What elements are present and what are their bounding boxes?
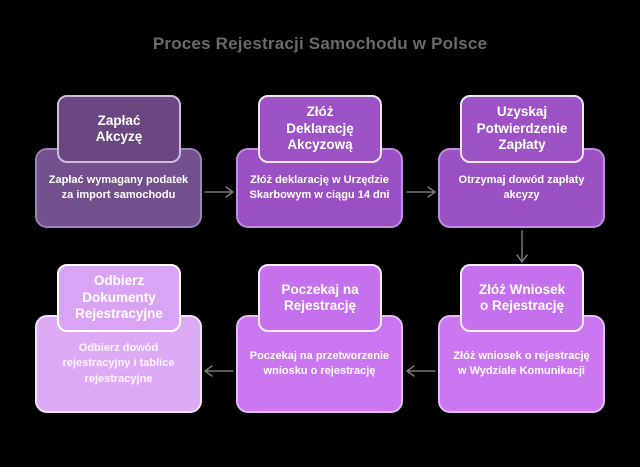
arrow-step4-to-step5 — [406, 365, 436, 377]
step-description: Zapłać wymagany podatek za import samoch… — [48, 173, 189, 201]
step-description: Złóż wniosek o rejestrację w Wydziale Ko… — [453, 349, 590, 377]
step-node-header-zloz-deklaracje: Złóż Deklarację Akcyzową — [258, 95, 382, 163]
step-description: Otrzymaj dowód zapłaty akcyzy — [458, 173, 585, 201]
step-description: Odbierz dowód rejestracyjny i tablice re… — [62, 341, 175, 385]
step-description: Złóż deklarację w Urzędzie Skarbowym w c… — [249, 173, 390, 201]
arrow-step1-to-step2 — [204, 186, 234, 198]
step-title: Odbierz Dokumenty Rejestracyjne — [75, 273, 163, 322]
arrow-step3-to-step4 — [516, 230, 528, 263]
step-title: Uzyskaj Potwierdzenie Zapłaty — [476, 104, 568, 153]
step-title: Złóż Wniosek o Rejestrację — [478, 281, 566, 313]
step-node-header-odbierz-dokumenty: Odbierz Dokumenty Rejestracyjne — [57, 264, 181, 332]
step-description: Poczekaj na przetworzenie wniosku o reje… — [249, 349, 390, 377]
step-title: Zapłać Akcyzę — [95, 112, 143, 144]
step-node-header-zloz-wniosek: Złóż Wniosek o Rejestrację — [460, 264, 584, 332]
arrow-step5-to-step6 — [204, 365, 234, 377]
step-title: Złóż Deklarację Akcyzową — [286, 104, 354, 153]
arrow-step2-to-step3 — [406, 186, 436, 198]
step-node-header-zaplac-akcyze: Zapłać Akcyzę — [57, 95, 181, 163]
step-title: Poczekaj na Rejestrację — [281, 281, 359, 313]
diagram-title: Proces Rejestracji Samochodu w Polsce — [152, 34, 488, 53]
step-node-header-uzyskaj-potwierdzenie: Uzyskaj Potwierdzenie Zapłaty — [460, 95, 584, 163]
step-node-header-poczekaj: Poczekaj na Rejestrację — [258, 264, 382, 332]
